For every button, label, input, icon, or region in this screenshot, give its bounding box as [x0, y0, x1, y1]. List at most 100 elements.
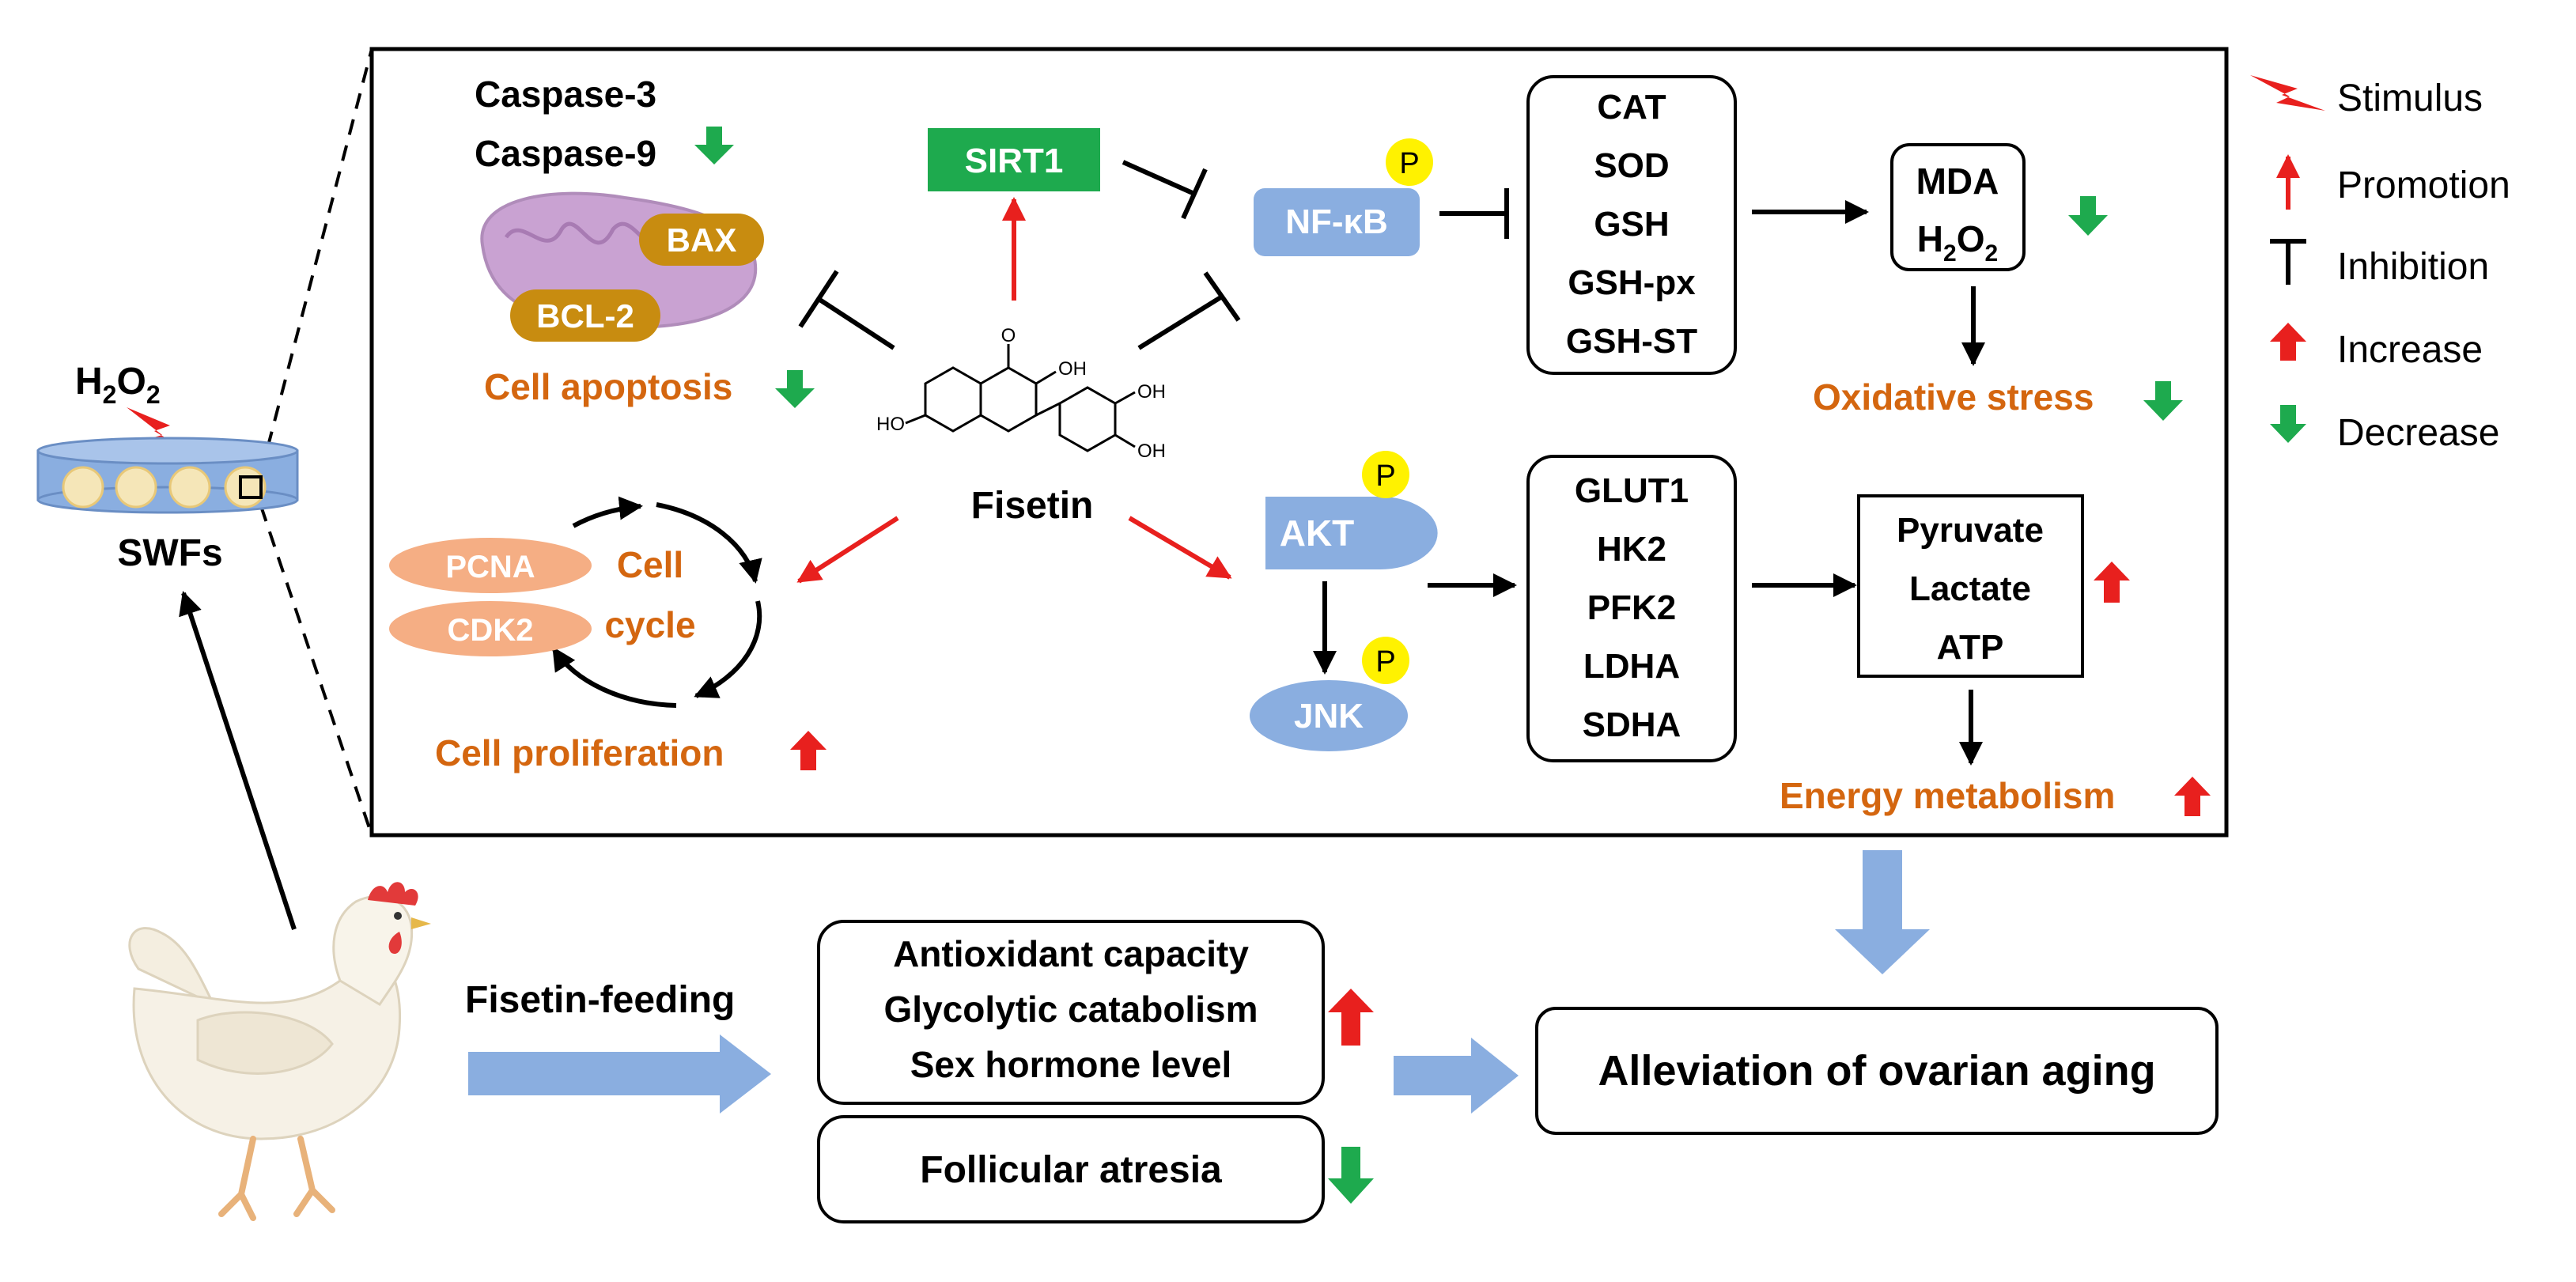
glycolysis-item-3: LDHA [1583, 647, 1680, 686]
result-box [1535, 1007, 2219, 1135]
follicle-4 [224, 466, 267, 509]
mda-h2o2-label: H2O2 [1917, 218, 1998, 267]
legend-decrease-label: Decrease [2337, 412, 2499, 454]
hen-eye [394, 912, 402, 920]
nfkb-phospho-label: P [1399, 147, 1419, 180]
glycolysis-item-0: GLUT1 [1575, 471, 1689, 510]
legend-stimulus-label: Stimulus [2337, 78, 2483, 119]
effect-item-1: Glycolytic catabolism [884, 989, 1258, 1030]
energy-metabolism-label: Energy metabolism [1780, 775, 2115, 816]
nfkb-label: NF-κB [1285, 202, 1388, 241]
cell-cycle-arc-right [656, 502, 762, 584]
akt-label: AKT [1280, 512, 1355, 554]
glycolysis-item-2: PFK2 [1587, 588, 1676, 627]
caspase9-label: Caspase-9 [475, 133, 656, 174]
fisetin-oh-bond-1 [1035, 370, 1057, 385]
culture-dish [36, 437, 299, 514]
sirt1-box [928, 128, 1100, 191]
fisetin-oh1-label: OH [1058, 358, 1087, 380]
hen-comb [368, 882, 418, 906]
follicle-1 [62, 466, 104, 509]
caspase3-label: Caspase-3 [475, 74, 656, 115]
dish-top [36, 437, 299, 465]
atresia-label: Follicular atresia [920, 1149, 1222, 1191]
effect-item-2: Sex hormone level [910, 1044, 1232, 1085]
effects-increase-icon [1328, 989, 1374, 1046]
products-increase-icon [2094, 562, 2130, 603]
panel-to-result-arrow [1835, 850, 1930, 974]
akt-phospho-badge [1362, 451, 1409, 498]
feeding-arrow [468, 1034, 771, 1114]
hen-legs [218, 1136, 335, 1221]
bcl2-box [510, 289, 660, 342]
fisetin-o-label: O [1001, 325, 1016, 346]
fisetin-label: Fisetin [971, 485, 1094, 527]
bax-label: BAX [667, 221, 737, 259]
product-item-2: ATP [1937, 628, 2004, 667]
cdk2-label: CDK2 [448, 613, 534, 648]
cell-cycle-arc-top [572, 496, 643, 528]
energy-increase-icon [2174, 777, 2211, 816]
fisetin-feeding-label: Fisetin-feeding [465, 979, 735, 1021]
follicle-3 [168, 466, 211, 509]
fisetin-oh-bond-2 [1114, 391, 1136, 405]
atresia-decrease-icon [1328, 1147, 1374, 1204]
proliferation-increase-icon [790, 731, 827, 770]
fisetin-ring-b [1058, 386, 1117, 452]
glycolysis-box [1526, 455, 1737, 762]
zoom-line-top [259, 48, 373, 474]
nfkb-inhibits-antioxidants [1439, 188, 1509, 239]
products-box [1857, 494, 2084, 678]
cell-cycle-arc-lower-right [694, 600, 762, 698]
cell-cycle-arc-bottom [551, 646, 677, 708]
fisetin-inhibits-nfkb [1137, 271, 1241, 350]
bcl2-label: BCL-2 [536, 297, 634, 335]
legend-stimulus-icon [2250, 75, 2325, 111]
fisetin-ho-bond [905, 414, 926, 425]
oxidative-stress-decrease-icon [2143, 381, 2183, 421]
jnk-phospho-label: P [1375, 645, 1395, 679]
legend-increase-label: Increase [2337, 329, 2483, 371]
fisetin-to-cell-cycle-arrow [796, 516, 899, 584]
main-panel-border [369, 47, 2229, 838]
effect-item-0: Antioxidant capacity [893, 933, 1249, 974]
hen-wing [196, 1011, 334, 1075]
glycolysis-item-4: SDHA [1583, 705, 1681, 744]
hen-to-swfs-arrow [179, 591, 297, 930]
result-label: Alleviation of ovarian aging [1598, 1047, 2155, 1095]
fisetin-bond-1 [1035, 402, 1061, 417]
hen-tail [128, 927, 217, 1008]
fisetin-oh2-label: OH [1137, 381, 1166, 403]
antioxidant-item-4: GSH-ST [1566, 322, 1697, 361]
effects-to-result-arrow [1394, 1038, 1519, 1114]
h2o2-label: H2O2 [75, 361, 161, 409]
antioxidant-item-1: SOD [1594, 146, 1669, 185]
fisetin-inhibits-apoptosis [798, 270, 895, 350]
fisetin-oh-bond-3 [1114, 433, 1136, 448]
nfkb-phospho-badge [1386, 138, 1433, 186]
cell-cycle-line2: cycle [604, 604, 695, 645]
jnk-phospho-badge [1362, 637, 1409, 684]
akt-box [1265, 497, 1438, 569]
akt-phospho-label: P [1375, 459, 1395, 493]
effects-box [817, 920, 1325, 1105]
hen-beak [411, 917, 431, 929]
glycolysis-item-1: HK2 [1597, 530, 1666, 569]
zoom-square [239, 475, 263, 499]
legend-increase-icon [2270, 323, 2306, 361]
legend-promotion-label: Promotion [2337, 165, 2510, 206]
cell-apoptosis-label: Cell apoptosis [484, 366, 732, 407]
sirt1-label: SIRT1 [965, 142, 1064, 180]
antioxidant-item-0: CAT [1597, 88, 1666, 127]
zoom-line-bottom [259, 505, 373, 836]
pcna-box [389, 538, 592, 593]
apoptosis-decrease-icon [775, 370, 815, 408]
caspase-decrease-icon [694, 127, 734, 165]
jnk-box [1250, 680, 1408, 751]
antioxidant-item-3: GSH-px [1568, 263, 1696, 302]
fisetin-to-akt-arrow [1128, 516, 1232, 580]
